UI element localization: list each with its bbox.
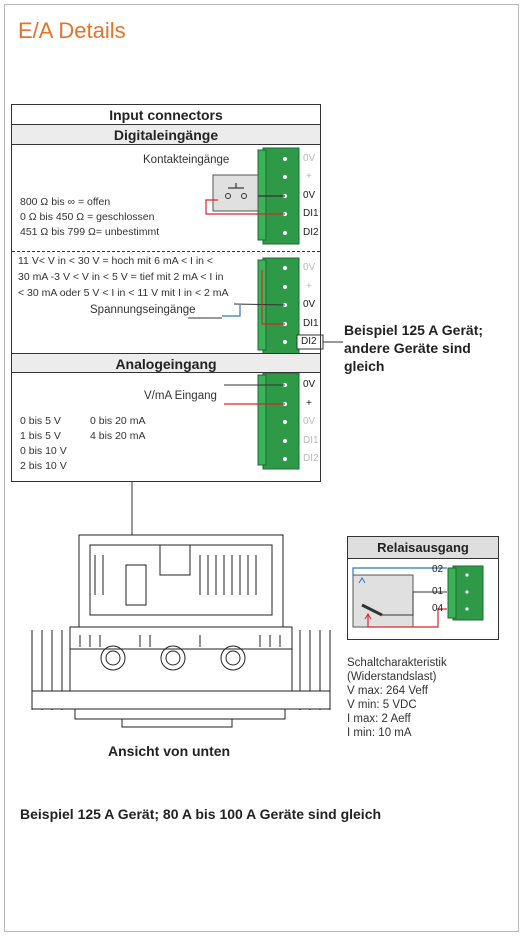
relay-spec: V max: 264 Veff bbox=[347, 685, 428, 697]
example-note: Beispiel 125 A Gerät; bbox=[344, 322, 484, 338]
pin-label: DI2 bbox=[303, 227, 319, 238]
pin-label: + bbox=[306, 171, 312, 182]
contact-line: 451 Ω bis 799 Ω= unbestimmt bbox=[20, 226, 160, 238]
input-connectors-header: Input connectors bbox=[12, 105, 320, 125]
analog-range: 2 bis 10 V bbox=[20, 460, 67, 472]
analog-range: 0 bis 20 mA bbox=[90, 415, 146, 427]
relay-pin-label: 04 bbox=[432, 603, 444, 614]
relay-spec: V min: 5 VDC bbox=[347, 699, 417, 711]
bottom-view-caption: Ansicht von unten bbox=[108, 743, 231, 759]
contact-line: 800 Ω bis ∞ = offen bbox=[20, 196, 111, 208]
pin-label: DI2 bbox=[303, 453, 319, 464]
pin-label: + bbox=[306, 281, 312, 292]
input-connectors-panel: Input connectors Digitaleingänge Analoge… bbox=[11, 104, 321, 482]
analog-input-label: V/mA Eingang bbox=[144, 390, 217, 402]
pin-label: 0V bbox=[303, 190, 316, 201]
voltage-line: 11 V< V in < 30 V = hoch mit 6 mA < I in… bbox=[18, 255, 214, 267]
pin-label: 0V bbox=[303, 262, 316, 273]
analog-range: 4 bis 20 mA bbox=[90, 430, 146, 442]
pin-label: + bbox=[306, 398, 312, 409]
analog-range: 1 bis 5 V bbox=[20, 430, 61, 442]
example-note: gleich bbox=[344, 358, 385, 374]
page-title: E/A Details bbox=[18, 18, 126, 43]
relay-spec: I max: 2 Aeff bbox=[347, 713, 411, 725]
relay-pin-label: 02 bbox=[432, 564, 444, 575]
relay-spec: (Widerstandslast) bbox=[347, 671, 437, 683]
voltage-inputs-label: Spannungseingänge bbox=[90, 304, 196, 316]
relay-output-panel: Relaisausgang bbox=[347, 536, 499, 640]
relay-spec: I min: 10 mA bbox=[347, 727, 412, 739]
pin-label: DI2 bbox=[301, 336, 317, 347]
pin-label: 0V bbox=[303, 299, 316, 310]
pin-label: DI1 bbox=[303, 435, 319, 446]
analog-range: 0 bis 5 V bbox=[20, 415, 61, 427]
pin-label: 0V bbox=[303, 153, 316, 164]
digital-inputs-header: Digitaleingänge bbox=[12, 125, 320, 145]
relay-output-header: Relaisausgang bbox=[348, 537, 498, 559]
pin-label: 0V bbox=[303, 416, 316, 427]
voltage-line: 30 mA -3 V < V in < 5 V = tief mit 2 mA … bbox=[18, 271, 224, 283]
example-note: andere Geräte sind bbox=[344, 340, 471, 356]
relay-pin-label: 01 bbox=[432, 586, 444, 597]
pin-label: DI1 bbox=[303, 208, 319, 219]
page-frame bbox=[4, 4, 519, 932]
contact-line: 0 Ω bis 450 Ω = geschlossen bbox=[20, 211, 155, 223]
analog-input-header: Analogeingang bbox=[12, 353, 320, 373]
voltage-line: < 30 mA oder 5 V < I in < 11 V mit I in … bbox=[18, 287, 229, 299]
pin-label: DI1 bbox=[303, 318, 319, 329]
divider bbox=[12, 251, 320, 252]
relay-spec: Schaltcharakteristik bbox=[347, 657, 447, 669]
device-drawing bbox=[31, 534, 331, 728]
connector-analog bbox=[257, 372, 300, 470]
analog-range: 0 bis 10 V bbox=[20, 445, 67, 457]
pin-label: 0V bbox=[303, 379, 316, 390]
contact-inputs-label: Kontakteingänge bbox=[143, 154, 230, 166]
footer-note: Beispiel 125 A Gerät; 80 A bis 100 A Ger… bbox=[20, 806, 382, 822]
